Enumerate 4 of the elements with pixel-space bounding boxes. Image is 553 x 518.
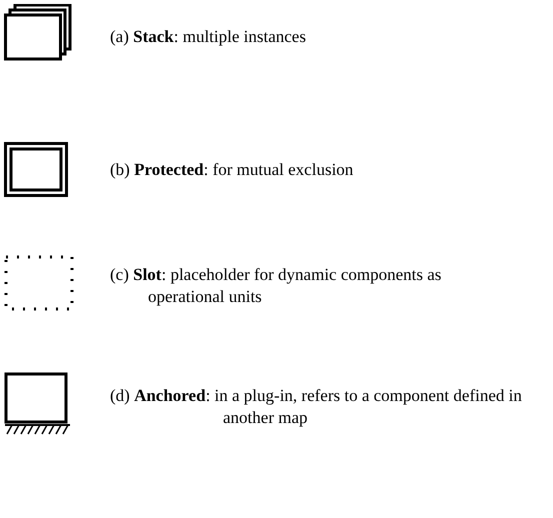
legend-text: (c) Slot: placeholder for dynamic components as operational units — [110, 264, 442, 308]
legend-text: (a) Stack: multiple instances — [110, 26, 307, 48]
legend-text: (b) Protected: for mutual exclusion — [110, 159, 354, 181]
legend-text: (d) Anchored: in a plug-in, refers to a component defined in another map — [110, 385, 523, 429]
